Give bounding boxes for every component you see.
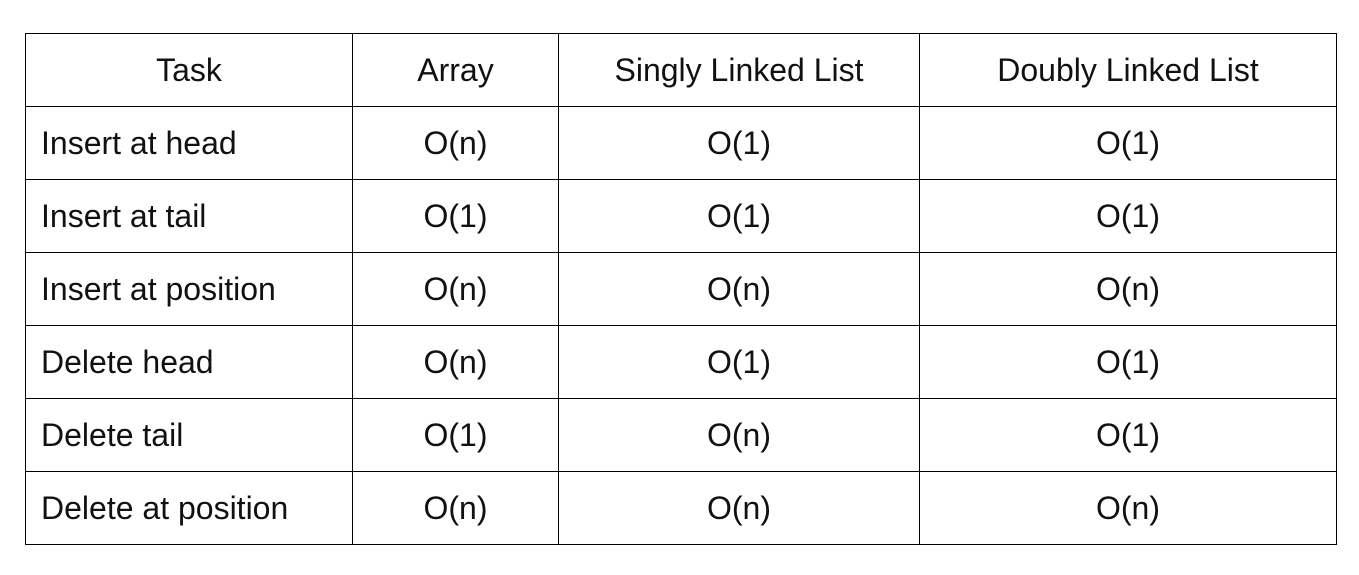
singly-linked-list-cell: O(1) <box>558 179 920 253</box>
array-cell: O(1) <box>352 398 559 472</box>
header-array: Array <box>352 33 559 107</box>
header-doubly-linked-list: Doubly Linked List <box>919 33 1337 107</box>
singly-linked-list-cell: O(1) <box>558 325 920 399</box>
task-cell: Delete at position <box>25 471 353 545</box>
task-cell: Delete head <box>25 325 353 399</box>
table-row: Insert at head O(n) O(1) O(1) <box>25 106 1337 180</box>
array-cell: O(n) <box>352 325 559 399</box>
singly-linked-list-cell: O(n) <box>558 398 920 472</box>
task-cell: Insert at tail <box>25 179 353 253</box>
table-row: Delete head O(n) O(1) O(1) <box>25 325 1337 399</box>
doubly-linked-list-cell: O(1) <box>919 325 1337 399</box>
doubly-linked-list-cell: O(1) <box>919 106 1337 180</box>
singly-linked-list-cell: O(n) <box>558 471 920 545</box>
doubly-linked-list-cell: O(n) <box>919 471 1337 545</box>
doubly-linked-list-cell: O(1) <box>919 179 1337 253</box>
table-row: Delete tail O(1) O(n) O(1) <box>25 398 1337 472</box>
array-cell: O(n) <box>352 252 559 326</box>
header-singly-linked-list: Singly Linked List <box>558 33 920 107</box>
doubly-linked-list-cell: O(n) <box>919 252 1337 326</box>
task-cell: Insert at head <box>25 106 353 180</box>
header-task: Task <box>25 33 353 107</box>
table-container: Task Array Singly Linked List Doubly Lin… <box>25 33 1337 545</box>
array-cell: O(n) <box>352 106 559 180</box>
table-header-row: Task Array Singly Linked List Doubly Lin… <box>25 33 1337 107</box>
singly-linked-list-cell: O(n) <box>558 252 920 326</box>
complexity-table: Task Array Singly Linked List Doubly Lin… <box>25 33 1337 545</box>
task-cell: Delete tail <box>25 398 353 472</box>
table-row: Insert at position O(n) O(n) O(n) <box>25 252 1337 326</box>
doubly-linked-list-cell: O(1) <box>919 398 1337 472</box>
table-row: Insert at tail O(1) O(1) O(1) <box>25 179 1337 253</box>
array-cell: O(n) <box>352 471 559 545</box>
table-row: Delete at position O(n) O(n) O(n) <box>25 471 1337 545</box>
task-cell: Insert at position <box>25 252 353 326</box>
array-cell: O(1) <box>352 179 559 253</box>
singly-linked-list-cell: O(1) <box>558 106 920 180</box>
